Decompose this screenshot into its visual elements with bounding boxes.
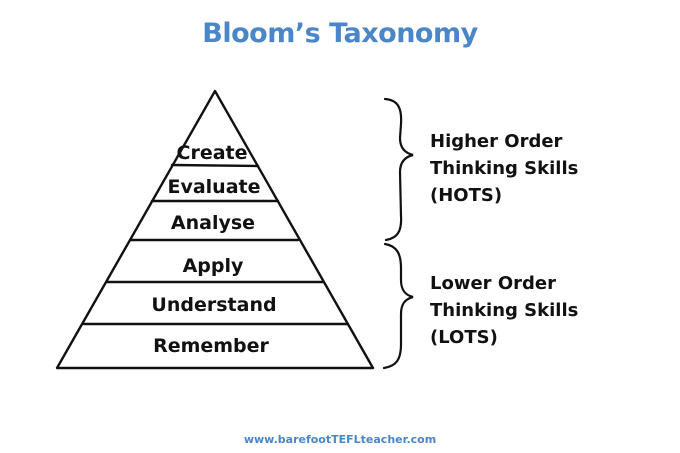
lots-brace <box>382 242 414 370</box>
lots-label: Lower Order Thinking Skills (LOTS) <box>430 270 578 351</box>
pyramid-level-understand: Understand <box>151 294 276 316</box>
hots-label-line: (HOTS) <box>430 185 503 206</box>
hots-label-line: Higher Order <box>430 131 563 152</box>
lots-label-line: Thinking Skills <box>430 300 579 321</box>
pyramid-outline <box>55 89 375 370</box>
page-title: Bloom’s Taxonomy <box>202 18 478 49</box>
hots-label: Higher Order Thinking Skills (HOTS) <box>430 128 578 209</box>
pyramid-level-analyse: Analyse <box>171 212 255 234</box>
lots-label-line: Lower Order <box>430 273 556 294</box>
hots-brace <box>383 97 414 242</box>
pyramid-level-apply: Apply <box>183 255 244 277</box>
divider-create-evaluate <box>170 163 260 168</box>
pyramid-level-evaluate: Evaluate <box>167 176 260 198</box>
pyramid-level-create: Create <box>177 142 248 164</box>
website-footer: www.barefootTEFLteacher.com <box>243 433 437 446</box>
pyramid-level-remember: Remember <box>153 335 269 357</box>
pyramid-dividers <box>82 163 349 326</box>
hots-label-line: Thinking Skills <box>430 158 579 179</box>
lots-label-line: (LOTS) <box>430 327 498 348</box>
